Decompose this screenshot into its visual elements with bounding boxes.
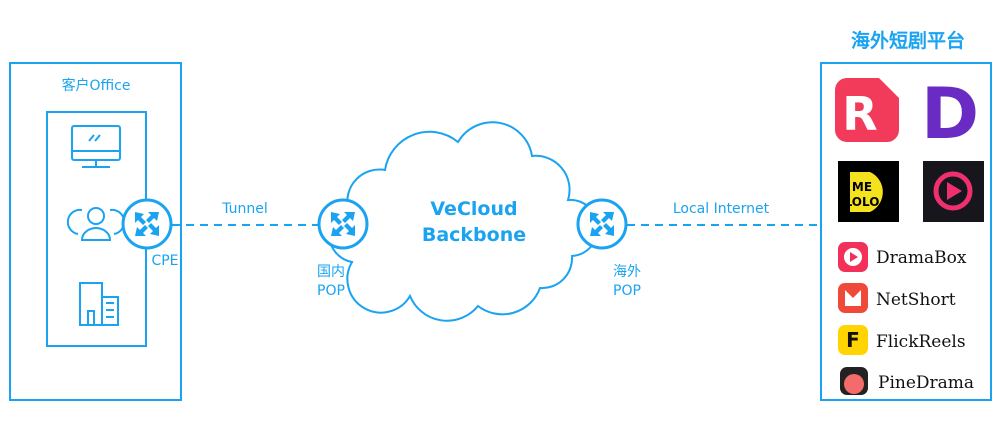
svg-text:F: F [846, 328, 860, 352]
app-name: DramaBox [876, 248, 967, 268]
svg-text:R: R [842, 87, 877, 141]
platforms-box [820, 62, 992, 401]
overseas-pop-label-line1: 海外 [613, 264, 641, 280]
domestic-pop-router-icon [317, 198, 369, 250]
monitor-icon [71, 125, 121, 168]
app-name: FlickReels [876, 332, 966, 352]
flickreels-icon [838, 325, 868, 355]
reelshort-logo: R [835, 78, 899, 142]
app-item-flickreels: F FlickReels [838, 325, 966, 355]
office-box [9, 62, 182, 401]
svg-text:ME: ME [852, 180, 872, 194]
backbone-title-line2: Backbone [422, 224, 526, 246]
building-icon [79, 282, 119, 326]
domestic-pop-label-line1: 国内 [317, 264, 345, 280]
dramawave-logo: D [921, 73, 979, 155]
shortmax-logo [923, 161, 984, 222]
overseas-pop-label-line2: POP [613, 283, 641, 299]
app-name: NetShort [876, 290, 956, 310]
domestic-pop-label-line2: POP [317, 283, 345, 299]
tunnel-label: Tunnel [221, 201, 268, 217]
users-icon [66, 207, 126, 241]
office-title: 客户Office [62, 77, 131, 94]
app-item-netshort: NetShort [838, 283, 956, 313]
backbone-title-line1: VeCloud [430, 198, 517, 220]
backbone-cloud [328, 121, 599, 322]
cpe-label: CPE [151, 253, 178, 269]
svg-text:LOLO: LOLO [845, 195, 880, 209]
cpe-router-icon [121, 198, 173, 250]
melolo-logo: ME LOLO [838, 161, 899, 222]
app-item-pinedrama: PineDrama [840, 367, 974, 395]
svg-text:D: D [921, 73, 979, 155]
overseas-pop-router-icon [576, 198, 628, 250]
local-internet-label: Local Internet [673, 201, 770, 217]
app-item-dramabox: DramaBox [838, 242, 967, 272]
platforms-title: 海外短剧平台 [851, 29, 965, 52]
app-name: PineDrama [878, 373, 974, 393]
